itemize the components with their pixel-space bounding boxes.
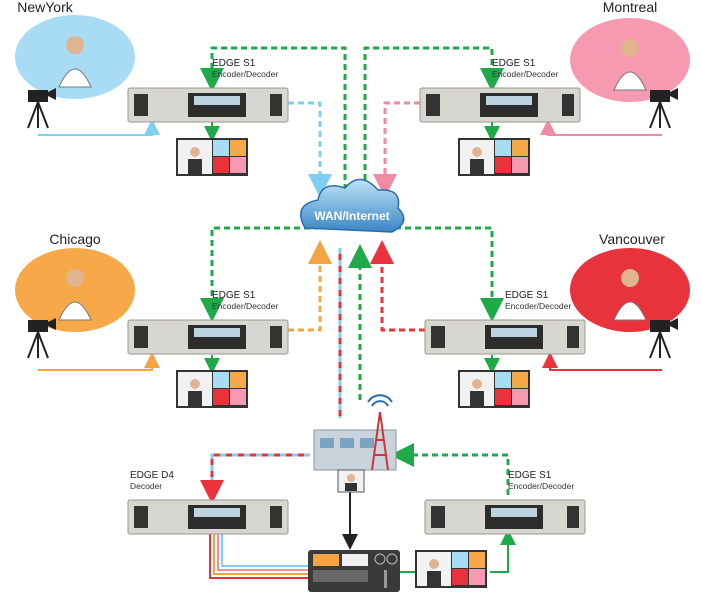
city-label: Vancouver <box>599 231 665 247</box>
camera-line-montreal <box>540 119 662 136</box>
camera-icon <box>27 88 56 129</box>
device-role: Encoder/Decoder <box>505 301 571 311</box>
site-newyork: NewYork <box>15 0 135 129</box>
device-name: EDGE S1 <box>212 58 256 69</box>
multiview-monitor <box>176 370 248 408</box>
return-feed-chicago <box>200 226 320 322</box>
site-background <box>570 18 690 102</box>
presenter-icon <box>621 269 639 287</box>
feed-newyork <box>288 101 332 198</box>
device-role: Decoder <box>130 481 162 491</box>
device-name: EDGE S1 <box>212 290 256 301</box>
return-feed-studio <box>390 443 510 495</box>
device-role: Encoder/Decoder <box>212 69 278 79</box>
city-label: Montreal <box>603 0 657 15</box>
multiview-monitor <box>176 138 248 176</box>
device-name: EDGE D4 <box>130 470 174 481</box>
feed-chicago <box>288 240 332 332</box>
wan-internet-cloud: WAN/Internet <box>299 178 405 233</box>
presenter-icon <box>621 39 639 57</box>
device-name: EDGE S1 <box>492 58 536 69</box>
multiview-monitor <box>415 550 487 588</box>
transmission-tower-icon <box>367 394 393 471</box>
city-label: NewYork <box>17 0 74 15</box>
site-chicago: Chicago <box>15 231 135 359</box>
feed-montreal <box>373 101 420 198</box>
device-name: EDGE S1 <box>508 470 552 481</box>
cloud-label: WAN/Internet <box>314 209 389 223</box>
presenter-icon <box>66 36 84 54</box>
production-switcher <box>308 550 400 592</box>
connection-lines <box>38 46 662 579</box>
camera-line-chicago <box>38 352 160 371</box>
site-background <box>570 248 690 332</box>
feed-vancouver <box>370 240 425 332</box>
device-role: Encoder/Decoder <box>492 69 558 79</box>
camera-line-vancouver <box>542 352 662 371</box>
combined-feed-to-decoder <box>210 453 310 492</box>
city-label: Chicago <box>49 231 101 247</box>
site-montreal: Montreal <box>570 0 690 129</box>
camera-icon <box>649 318 678 359</box>
camera-line-newyork <box>38 119 160 136</box>
site-vancouver: Vancouver <box>570 231 690 359</box>
device-role: Encoder/Decoder <box>212 301 278 311</box>
presenter-icon <box>66 269 84 287</box>
multiview-monitor <box>458 370 530 408</box>
camera-icon <box>649 88 678 129</box>
camera-icon <box>27 318 56 359</box>
return-feed-newyork <box>200 46 347 190</box>
site-background <box>15 248 135 332</box>
multiview-monitor <box>458 138 530 176</box>
site-background <box>15 15 135 99</box>
device-role: Encoder/Decoder <box>508 481 574 491</box>
return-feed-montreal <box>363 46 504 190</box>
device-name: EDGE S1 <box>505 290 549 301</box>
return-feed-vancouver <box>385 226 504 322</box>
studio-building <box>313 429 397 493</box>
